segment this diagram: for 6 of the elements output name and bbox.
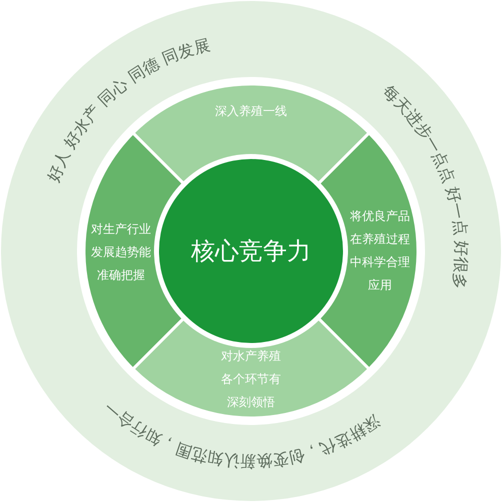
- segment-text: 将优良产品在养殖过程中科学合理应用: [349, 208, 411, 294]
- segment-text: 对生产行业发展趋势能准确把握: [90, 220, 152, 284]
- segment-text: 对水产养殖各个环节有深刻领悟: [220, 348, 282, 411]
- core-title: 核心竞争力: [190, 236, 312, 267]
- segment-text: 深入养殖一线: [214, 103, 288, 120]
- ring-slogan: 好人 好水产 同心 同德 同发展: [43, 35, 212, 185]
